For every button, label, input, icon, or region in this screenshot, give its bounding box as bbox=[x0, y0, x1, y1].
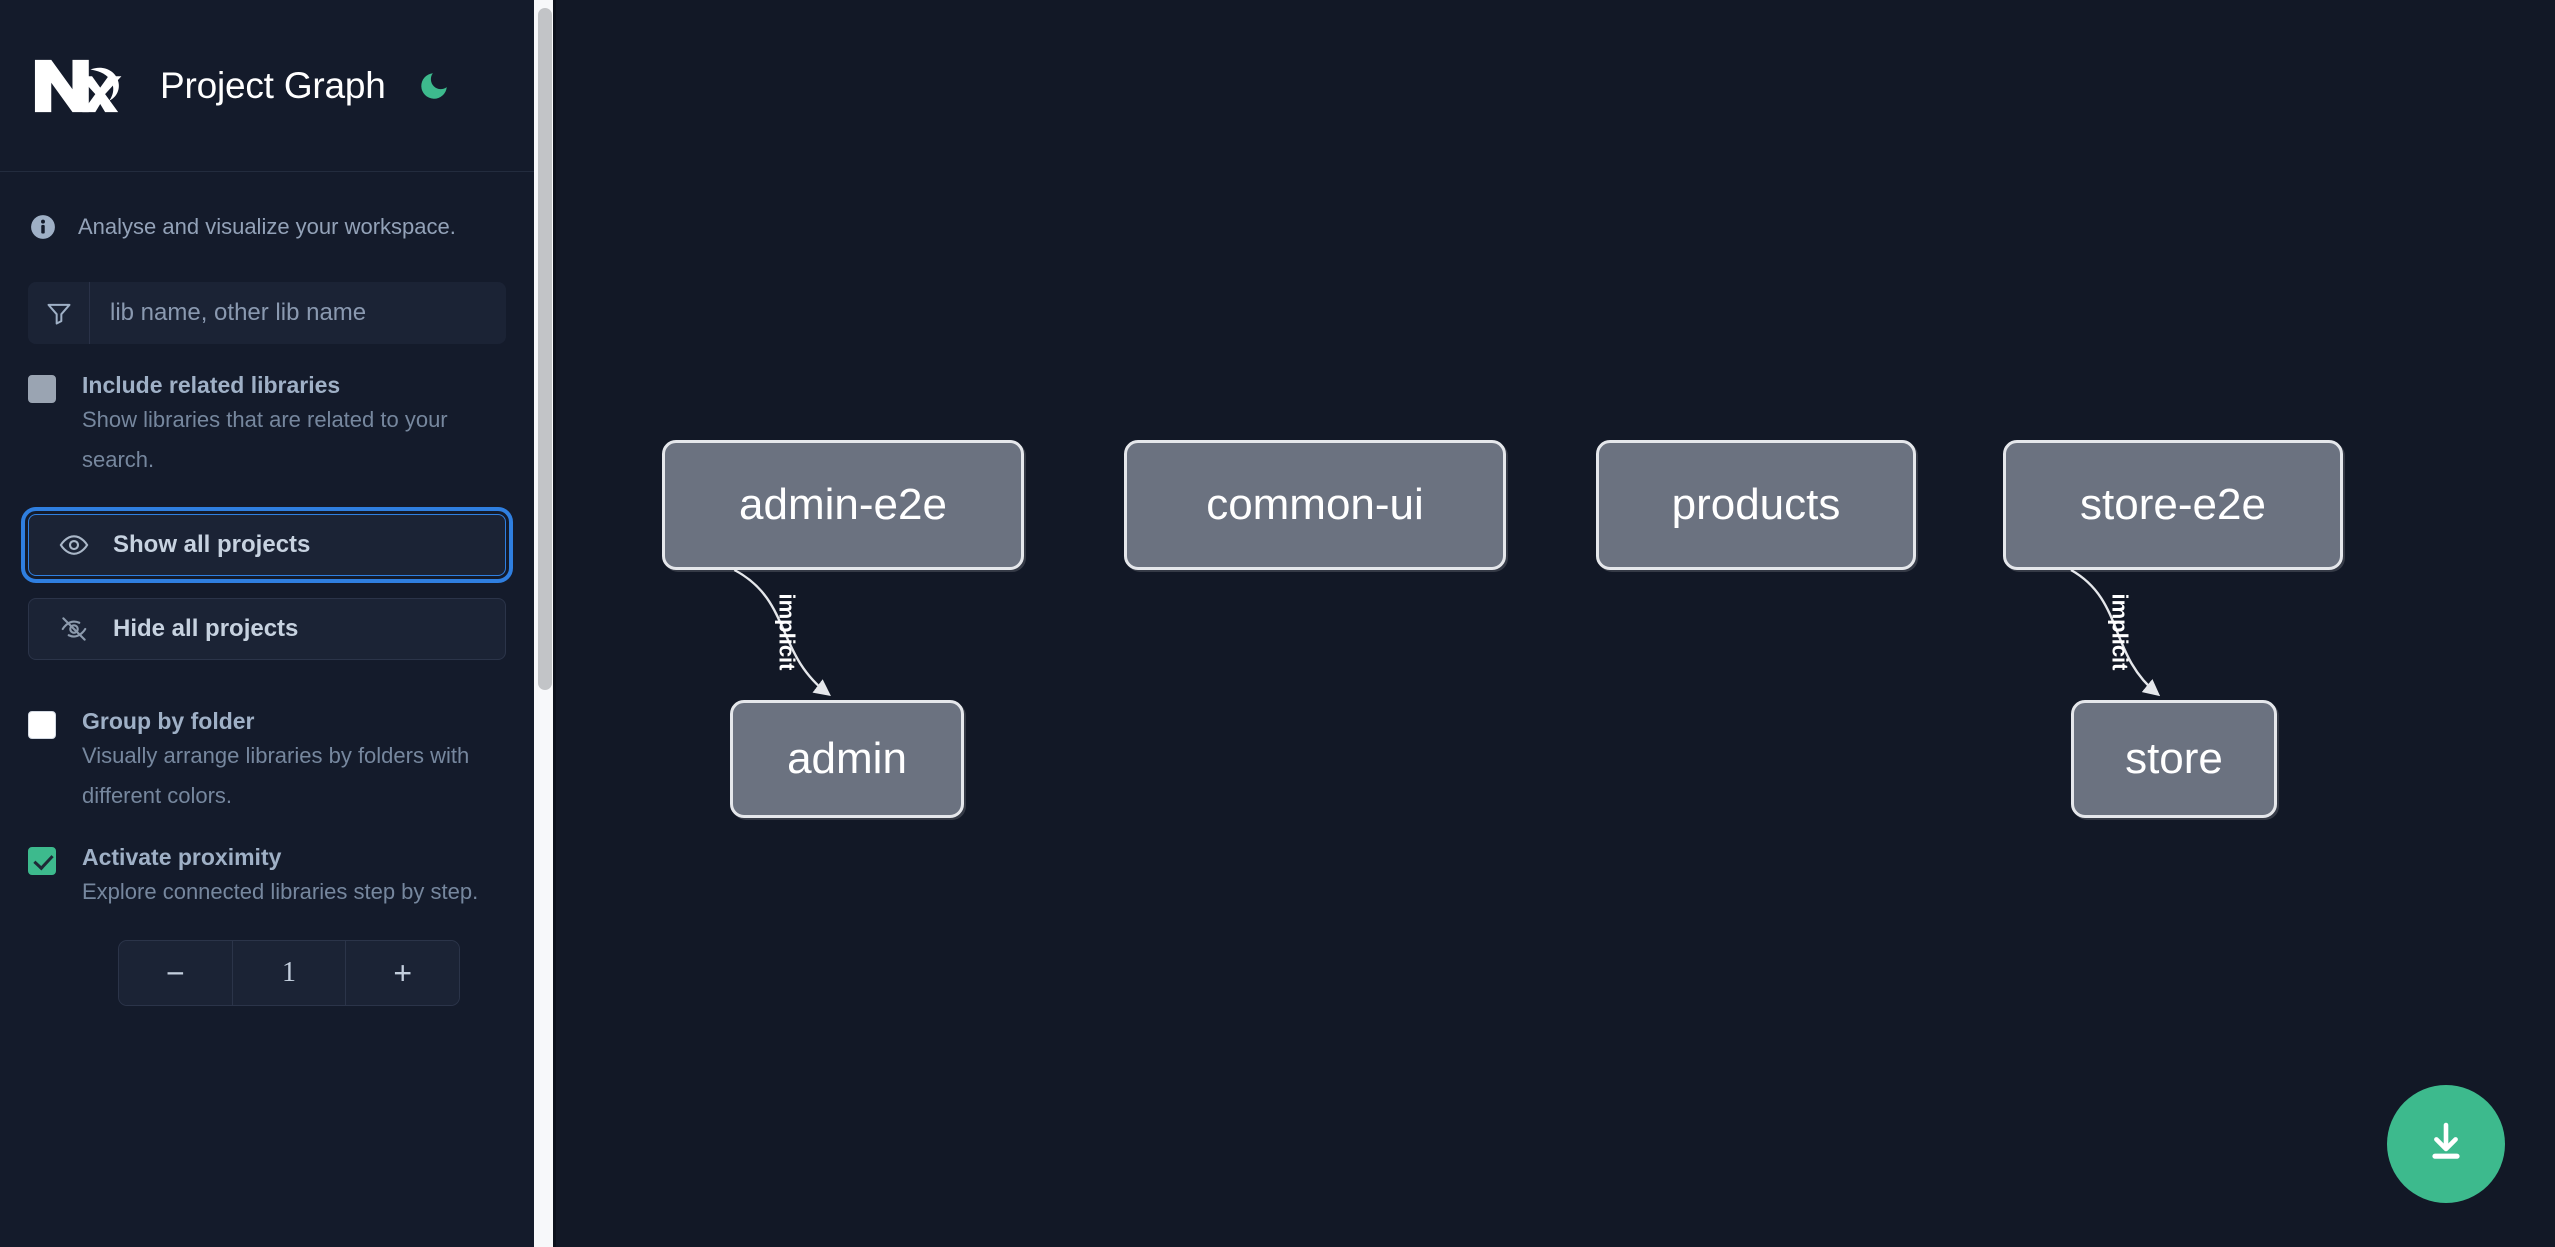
option-text: Group by folder Visually arrange librari… bbox=[82, 706, 504, 816]
option-label: Include related libraries bbox=[82, 372, 341, 398]
proximity-stepper-row: − 1 + bbox=[0, 912, 534, 1006]
download-icon bbox=[2422, 1119, 2470, 1170]
graph-node-admin-e2e[interactable]: admin-e2e bbox=[662, 440, 1024, 570]
info-icon bbox=[30, 214, 56, 240]
group-by-folder-checkbox[interactable] bbox=[28, 711, 56, 739]
workspace-info: Analyse and visualize your workspace. bbox=[0, 172, 534, 282]
proximity-decrement-button[interactable]: − bbox=[119, 941, 232, 1005]
download-graph-button[interactable] bbox=[2387, 1085, 2505, 1203]
activate-proximity-checkbox[interactable] bbox=[28, 847, 56, 875]
graph-node-products[interactable]: products bbox=[1596, 440, 1916, 570]
filter-funnel-icon bbox=[28, 282, 90, 344]
nx-logo-icon bbox=[30, 55, 128, 117]
proximity-value: 1 bbox=[231, 941, 347, 1005]
proximity-increment-button[interactable]: + bbox=[346, 941, 459, 1005]
graph-edge-label: implicit bbox=[2107, 593, 2132, 671]
button-spacer bbox=[28, 576, 506, 598]
sidebar-divider bbox=[553, 0, 556, 1247]
graph-node-label: products bbox=[1671, 480, 1841, 529]
graph-edge-store-e2e-to-store bbox=[2070, 568, 2161, 697]
graph-node-admin[interactable]: admin bbox=[730, 700, 964, 818]
graph-edge-admin-e2e-to-admin bbox=[733, 568, 831, 697]
option-include-related-libraries[interactable]: Include related libraries Show libraries… bbox=[0, 344, 534, 480]
sidebar-scrollbar-thumb[interactable] bbox=[538, 8, 552, 690]
graph-node-label: admin-e2e bbox=[739, 480, 947, 529]
option-activate-proximity[interactable]: Activate proximity Explore connected lib… bbox=[0, 816, 534, 912]
hide-all-projects-label: Hide all projects bbox=[113, 615, 299, 642]
option-label: Group by folder bbox=[82, 708, 255, 734]
eye-off-icon bbox=[57, 612, 91, 646]
graph-node-label: store-e2e bbox=[2080, 480, 2266, 529]
search-row bbox=[0, 282, 534, 344]
graph-edge-label: implicit bbox=[774, 593, 799, 671]
graph-node-label: store bbox=[2125, 734, 2223, 783]
option-group-by-folder[interactable]: Group by folder Visually arrange librari… bbox=[0, 660, 534, 816]
hide-all-projects-button[interactable]: Hide all projects bbox=[28, 598, 506, 660]
show-all-projects-label: Show all projects bbox=[113, 531, 311, 558]
graph-canvas[interactable]: implicit implicit admin-e2e common-ui produ… bbox=[556, 0, 2555, 1247]
graph-node-common-ui[interactable]: common-ui bbox=[1124, 440, 1506, 570]
graph-node-store[interactable]: store bbox=[2071, 700, 2277, 818]
graph-edges-layer: implicit implicit bbox=[733, 568, 2161, 697]
sidebar-scrollbar[interactable] bbox=[534, 0, 556, 1247]
option-label: Activate proximity bbox=[82, 844, 282, 870]
option-description: Explore connected libraries step by step… bbox=[82, 879, 479, 904]
graph-node-store-e2e[interactable]: store-e2e bbox=[2003, 440, 2343, 570]
option-text: Activate proximity Explore connected lib… bbox=[82, 842, 478, 912]
proximity-stepper[interactable]: − 1 + bbox=[118, 940, 460, 1006]
moon-icon[interactable] bbox=[414, 66, 454, 106]
sidebar: Project Graph Analyse and visualize yo bbox=[0, 0, 556, 1247]
sidebar-header: Project Graph bbox=[0, 0, 534, 172]
graph-node-label: admin bbox=[787, 734, 907, 783]
option-description: Visually arrange libraries by folders wi… bbox=[82, 743, 470, 808]
include-related-libraries-checkbox[interactable] bbox=[28, 375, 56, 403]
eye-icon bbox=[57, 528, 91, 562]
show-all-projects-button[interactable]: Show all projects bbox=[21, 507, 513, 583]
graph-node-label: common-ui bbox=[1206, 480, 1424, 529]
search-input[interactable] bbox=[90, 282, 506, 344]
option-description: Show libraries that are related to your … bbox=[82, 407, 448, 472]
page-title: Project Graph bbox=[160, 64, 386, 106]
workspace-info-text: Analyse and visualize your workspace. bbox=[78, 214, 456, 239]
option-text: Include related libraries Show libraries… bbox=[82, 370, 504, 480]
sidebar-scroll-region: Project Graph Analyse and visualize yo bbox=[0, 0, 534, 1247]
search-box[interactable] bbox=[28, 282, 506, 344]
visibility-button-group: Show all projects Hide all projects bbox=[0, 480, 534, 660]
